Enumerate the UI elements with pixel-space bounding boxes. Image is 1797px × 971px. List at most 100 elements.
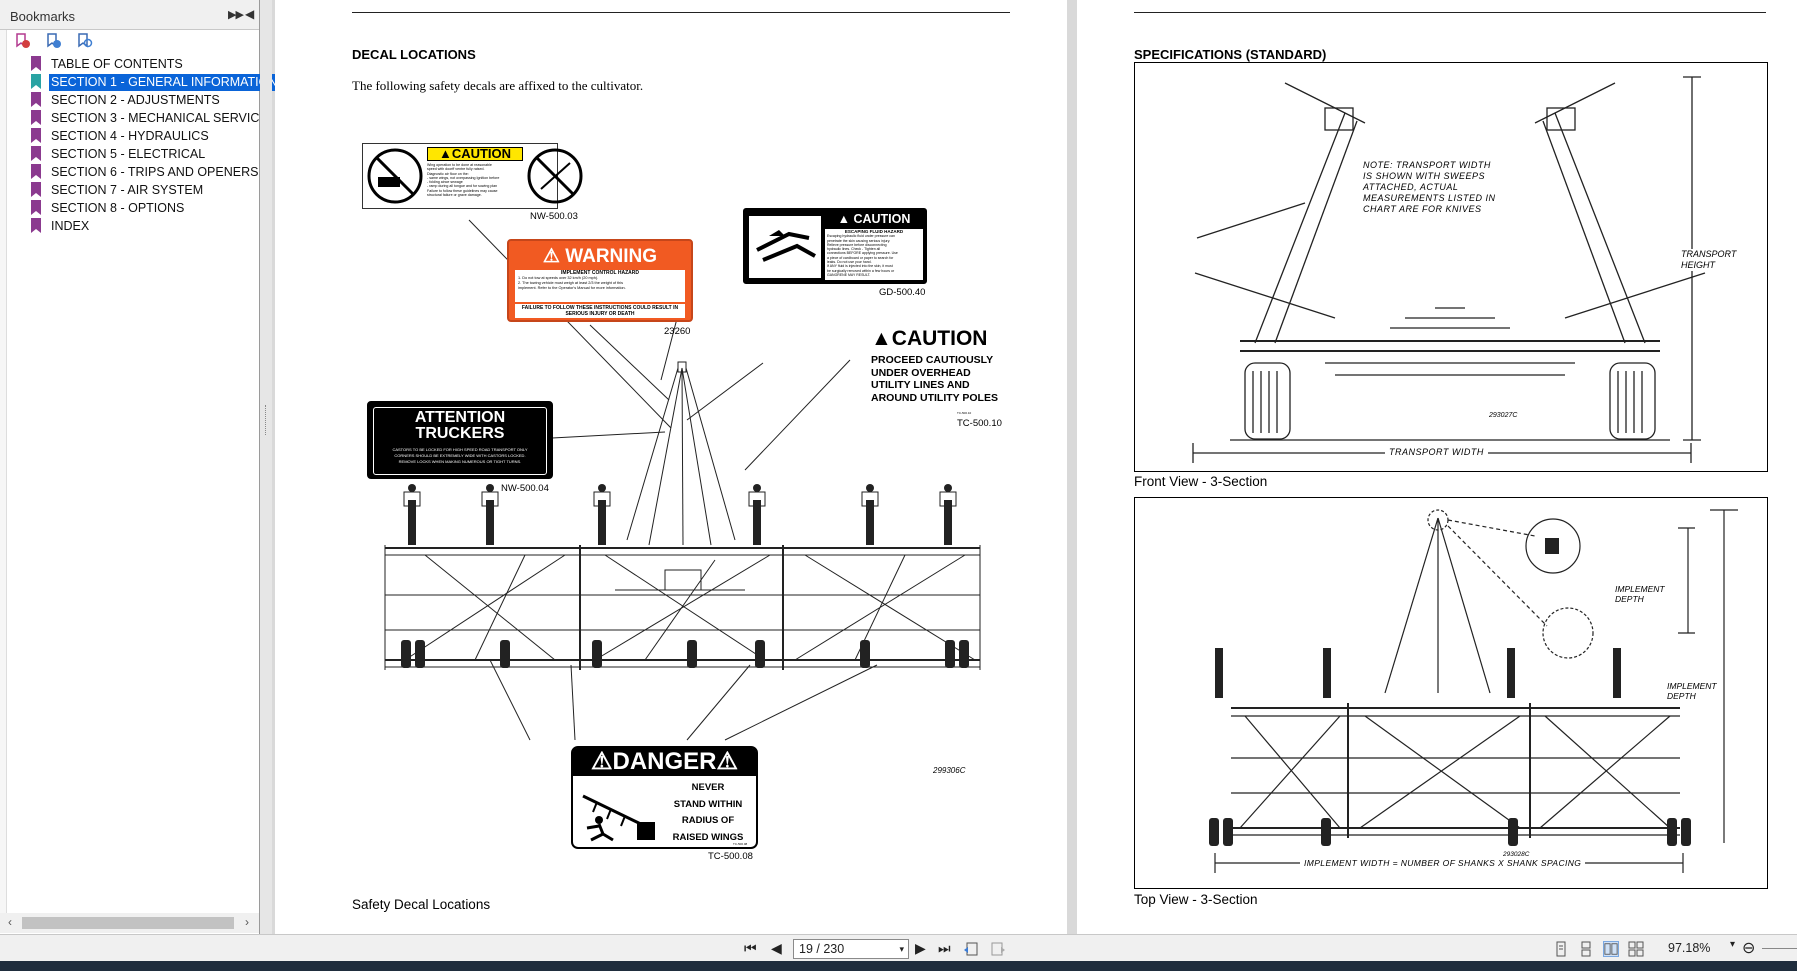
- implement-width-label: IMPLEMENT WIDTH = NUMBER OF SHANKS X SHA…: [1300, 858, 1586, 868]
- decal-tc-500-10: ▲CAUTION PROCEED CAUTIOUSLY UNDER OVERHE…: [871, 327, 1007, 413]
- attention-title: ATTENTION: [414, 409, 506, 426]
- warning-footer: FAILURE TO FOLLOW THESE INSTRUCTIONS COU…: [515, 304, 685, 318]
- decal-body-line: GANGRENE MAY RESULT.: [827, 272, 871, 277]
- zoom-out-button[interactable]: ⊖: [1742, 940, 1756, 957]
- figure-number: 299306C: [933, 766, 966, 775]
- label-line: IMPLEMENT: [1615, 584, 1665, 594]
- os-taskbar: [0, 961, 1797, 971]
- decal-body-line: If ANY fluid is injected into the skin, …: [827, 264, 893, 269]
- next-view-icon[interactable]: [990, 941, 1006, 957]
- scroll-right-icon[interactable]: ›: [245, 915, 249, 929]
- last-page-button[interactable]: ⏭: [938, 940, 951, 956]
- bookmark-label: SECTION 2 - ADJUSTMENTS: [51, 93, 220, 107]
- warning-banner: ⚠ WARNING: [542, 246, 658, 267]
- decal-nw-500-04: ATTENTION TRUCKERS CASTORS TO BE LOCKED …: [367, 401, 553, 479]
- implement-depth-label-1: IMPLEMENT DEPTH: [1615, 584, 1665, 604]
- bookmarks-title: Bookmarks: [10, 9, 76, 24]
- decal-tag: TC-500.08: [708, 851, 753, 862]
- bookmark-flag-icon: [31, 182, 41, 197]
- decal-body-line: - ramp during all tongue and for sowing …: [427, 184, 498, 189]
- bookmark-item-section-3[interactable]: SECTION 3 - MECHANICAL SERVICE: [26, 109, 268, 127]
- zoom-level[interactable]: 97.18%: [1668, 941, 1711, 955]
- decal-subtitle: ESCAPING FLUID HAZARD: [844, 229, 904, 234]
- bookmark-item-section-2[interactable]: SECTION 2 - ADJUSTMENTS: [26, 91, 260, 109]
- bookmark-item-section-6[interactable]: SECTION 6 - TRIPS AND OPENERS: [26, 163, 260, 181]
- bookmarks-options-icon[interactable]: ▶▶: [228, 9, 244, 21]
- panel-splitter[interactable]: [260, 0, 272, 934]
- page-rule: [352, 12, 1010, 13]
- bookmark-item-section-1[interactable]: SECTION 1 - GENERAL INFORMATION: [26, 73, 280, 91]
- bookmarks-horizontal-scrollbar[interactable]: ‹ ›: [0, 913, 259, 933]
- front-view-drawing: [1192, 76, 1706, 463]
- first-page-button[interactable]: ⏮: [744, 940, 757, 956]
- transport-width-label: TRANSPORT WIDTH: [1385, 447, 1488, 457]
- zoom-dropdown-icon[interactable]: ▾: [1730, 939, 1736, 950]
- decal-line: UNDER OVERHEAD: [871, 366, 971, 379]
- bookmark-flag-icon: [31, 146, 41, 161]
- bookmark-item-index[interactable]: INDEX: [26, 217, 260, 235]
- decal-line: RAISED WINGS: [672, 831, 744, 843]
- previous-view-icon[interactable]: [963, 941, 979, 957]
- no-transport-icon: [367, 148, 423, 204]
- bookmark-label: SECTION 6 - TRIPS AND OPENERS: [51, 165, 259, 179]
- decal-body-line: a piece of cardboard or paper to search …: [827, 255, 894, 260]
- bookmark-item-table-of-contents[interactable]: TABLE OF CONTENTS: [26, 55, 260, 73]
- bookmark-item-section-7[interactable]: SECTION 7 - AIR SYSTEM: [26, 181, 260, 199]
- warning-line: implement. Refer to the Operator's Manua…: [518, 286, 626, 290]
- continuous-facing-view-icon[interactable]: [1628, 941, 1644, 957]
- bookmark-label: SECTION 3 - MECHANICAL SERVICE: [51, 111, 268, 125]
- continuous-view-icon[interactable]: [1578, 941, 1594, 957]
- bookmark-label: INDEX: [51, 219, 90, 233]
- top-view-figure: IMPLEMENT DEPTH IMPLEMENT DEPTH IMPLEMEN…: [1134, 497, 1768, 889]
- decal-body-line: structural failure or grave damage.: [427, 193, 482, 198]
- previous-page-button[interactable]: ◀: [771, 940, 782, 956]
- status-bar: ⏮ ◀ 19 / 230 ▾ ▶ ⏭ 97.18% ▾ ⊖: [0, 934, 1797, 961]
- decal-body-line: - folding aince sewage: [427, 180, 463, 185]
- warning-subtitle: IMPLEMENT CONTROL HAZARD: [561, 270, 639, 276]
- decal-23260-warning: ⚠ WARNING IMPLEMENT CONTROL HAZARD 1. Do…: [507, 239, 693, 322]
- bookmark-item-section-8[interactable]: SECTION 8 - OPTIONS: [26, 199, 260, 217]
- decal-body: ESCAPING FLUID HAZARD Escaping hydraulic…: [825, 229, 923, 280]
- figure-caption: Safety Decal Locations: [352, 897, 491, 912]
- bookmarks-collapse-icon[interactable]: ◀: [245, 7, 255, 21]
- label-line: DEPTH: [1615, 594, 1644, 604]
- danger-banner-text: DANGER: [612, 748, 717, 775]
- bookmark-expand-icon[interactable]: [14, 32, 32, 50]
- bookmark-label: SECTION 4 - HYDRAULICS: [51, 129, 209, 143]
- note-line: IS SHOWN WITH SWEEPS: [1363, 171, 1486, 181]
- zoom-slider[interactable]: [1762, 948, 1797, 949]
- page-number-input[interactable]: 19 / 230 ▾: [793, 939, 909, 959]
- bookmark-new-icon[interactable]: [45, 32, 63, 50]
- facing-view-icon[interactable]: [1603, 941, 1619, 957]
- decal-tag: TC-500.10: [957, 418, 1002, 429]
- top-view-drawing: [1209, 509, 1738, 873]
- bookmark-find-icon[interactable]: [76, 32, 94, 50]
- decal-body-line: penetrate the skin causing serious injur…: [827, 238, 891, 243]
- panel-gutter: [0, 30, 7, 914]
- bookmark-flag-icon: [31, 200, 41, 215]
- warning-banner-text: WARNING: [565, 246, 658, 267]
- decal-tag: NW-500.04: [501, 483, 549, 494]
- single-page-view-icon[interactable]: [1553, 941, 1569, 957]
- danger-lines: NEVER STAND WITHIN RADIUS OF RAISED WING…: [661, 780, 755, 846]
- note-line: MEASUREMENTS LISTED IN: [1363, 193, 1496, 203]
- scroll-left-icon[interactable]: ‹: [8, 915, 12, 929]
- bookmark-item-section-4[interactable]: SECTION 4 - HYDRAULICS: [26, 127, 260, 145]
- decal-line: UTILITY LINES AND: [871, 379, 970, 391]
- page-dropdown-icon[interactable]: ▾: [899, 944, 904, 954]
- next-page-button[interactable]: ▶: [915, 940, 926, 956]
- scrollbar-thumb[interactable]: [22, 917, 234, 929]
- cultivator-illustration: [384, 219, 981, 741]
- label-line: HEIGHT: [1681, 260, 1716, 270]
- front-view-note: NOTE: TRANSPORT WIDTH IS SHOWN WITH SWEE…: [1363, 160, 1496, 215]
- bookmark-flag-icon: [31, 92, 41, 107]
- splitter-grip[interactable]: [265, 405, 267, 435]
- note-line: CHART ARE FOR KNIVES: [1363, 204, 1482, 214]
- decal-small-tag: TC-500.10: [957, 411, 972, 415]
- bookmark-item-section-5[interactable]: SECTION 5 - ELECTRICAL: [26, 145, 260, 163]
- bookmark-label: SECTION 5 - ELECTRICAL: [51, 147, 206, 161]
- bookmark-flag-icon: [31, 218, 41, 233]
- bookmark-label: SECTION 1 - GENERAL INFORMATION: [49, 74, 280, 91]
- decal-line: PROCEED CAUTIOUSLY: [871, 354, 994, 366]
- transport-height-label: TRANSPORT HEIGHT: [1681, 249, 1737, 271]
